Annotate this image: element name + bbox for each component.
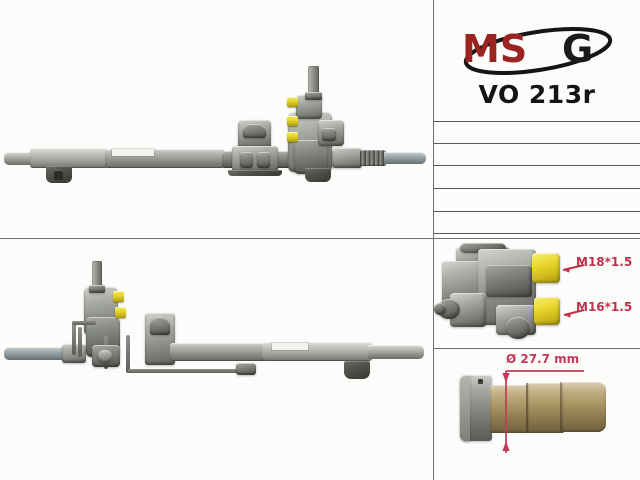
- rack2-clamp-bore: [98, 350, 112, 363]
- input-stub-shaft-top: [308, 66, 319, 99]
- valve-id-plate: [486, 265, 532, 297]
- tie-rod-collar-top: [332, 148, 362, 168]
- callout-diameter: Ø 27.7 mm: [506, 352, 580, 366]
- hydraulic-pipe-1: [72, 323, 76, 355]
- spec-table: [434, 112, 640, 238]
- port-cap-bottom-2: [115, 307, 126, 318]
- port-cap-top-2: [287, 116, 298, 126]
- table-row: [434, 121, 640, 122]
- port-cap-bottom-1: [113, 291, 124, 302]
- horizontal-divider-main: [0, 238, 640, 239]
- input-shaft-collar-top: [305, 92, 322, 100]
- input-shaft-collar-bottom: [89, 285, 105, 293]
- table-row: [434, 188, 640, 189]
- rack-illustration-top: [0, 0, 433, 238]
- shaft-barrel-2: [528, 383, 564, 433]
- input-stub-shaft-bottom: [92, 261, 102, 291]
- port-cap-top-1: [287, 97, 298, 107]
- valve-top-rim: [460, 243, 506, 253]
- rack-center-foot: [228, 170, 282, 176]
- hydraulic-pipe-2: [78, 327, 82, 357]
- bellows-boot-top: [360, 150, 386, 166]
- vertical-divider: [433, 0, 434, 480]
- header-panel: MS G VO 213r: [434, 0, 640, 112]
- rack-photo-top: [0, 0, 433, 238]
- rack-illustration-bottom: [0, 239, 433, 480]
- shaft-end-cap-face: [460, 375, 470, 441]
- rack-shaft-right-end: [384, 152, 426, 164]
- shaft-step-line-1: [526, 383, 528, 433]
- rack-cylinder-left: [30, 148, 108, 168]
- rack-shaft-left-end: [4, 152, 32, 165]
- shaft-closeup-panel: Ø 27.7 mm: [434, 349, 640, 480]
- valve-closeup-panel: M18*1.5 M16*1.5: [434, 239, 640, 348]
- mounting-bracket-right: [305, 168, 331, 182]
- msg-logo-text-dark: G: [562, 27, 593, 71]
- valve-nose-bore-top: [322, 128, 336, 141]
- shaft-step-line-2: [560, 382, 562, 432]
- port-cap-top-3: [287, 132, 298, 142]
- table-row: [434, 165, 640, 166]
- valve-lower-port-tip: [434, 303, 446, 315]
- pipe-fitting-bottom: [236, 363, 256, 375]
- port-cap-m18: [532, 253, 560, 283]
- rack-center-rib-2: [257, 152, 270, 168]
- valve-bottom-bore: [506, 317, 530, 339]
- part-number: VO 213r: [478, 80, 596, 109]
- msg-logo-text-red: MS: [462, 27, 527, 71]
- mounting-bracket-bottom-right: [344, 361, 370, 379]
- rack2-mount-tower-bore: [150, 317, 170, 335]
- rack-mount-tower-bore: [243, 124, 266, 138]
- hydraulic-pipe-4: [126, 335, 130, 373]
- shaft-barrel-1: [490, 385, 530, 433]
- table-row: [434, 233, 640, 234]
- horizontal-divider-right: [434, 348, 640, 349]
- rack2-shaft-left-end: [4, 347, 66, 360]
- hydraulic-pipe-long: [128, 369, 240, 373]
- callout-port-lower: M16*1.5: [576, 300, 633, 314]
- shaft-barrel-3: [562, 382, 606, 432]
- msg-logo-icon: MS G: [462, 27, 613, 75]
- table-row: [434, 143, 640, 144]
- rack2-tube-mid: [170, 343, 266, 361]
- callout-port-upper: M18*1.5: [576, 255, 633, 269]
- hydraulic-pipe-cross: [72, 321, 96, 325]
- table-row: [434, 211, 640, 212]
- product-label-sticker: [112, 149, 154, 156]
- port-cap-m16: [534, 297, 560, 325]
- shaft-cap-notch: [478, 379, 483, 384]
- rack-photo-bottom: [0, 239, 433, 480]
- product-label-sticker-2: [272, 343, 308, 350]
- rack-center-casting: [232, 146, 278, 172]
- rack-center-rib-1: [240, 152, 253, 168]
- rack2-shaft-right-end: [368, 345, 424, 359]
- msg-logo: MS G: [454, 24, 622, 76]
- mounting-bracket-left-hole: [54, 170, 63, 180]
